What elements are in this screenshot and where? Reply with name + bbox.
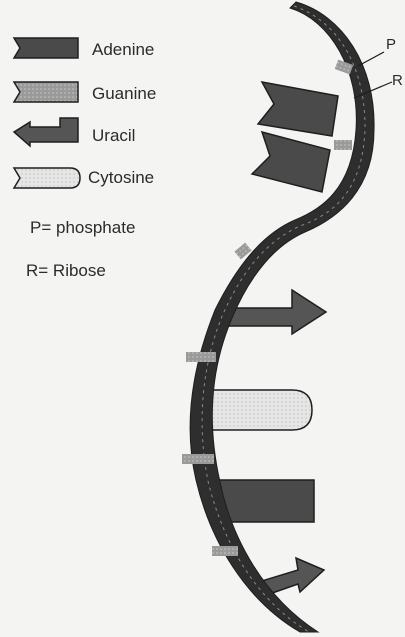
uracil-icon (14, 118, 78, 146)
phosphate-pointer (358, 52, 384, 66)
label-phosphate: P (386, 36, 396, 53)
legend-item-adenine: Adenine (14, 38, 154, 59)
ribose-block (182, 454, 214, 464)
ribose-block (186, 352, 216, 362)
legend-item-uracil: Uracil (14, 118, 135, 146)
base-adenine-1 (258, 82, 338, 136)
guanine-icon (14, 82, 78, 102)
legend-label-guanine: Guanine (92, 84, 156, 103)
note-phosphate: P= phosphate (30, 218, 135, 237)
ribose-block (334, 140, 352, 150)
legend: Adenine Guanine Uracil Cytosine P= phosp… (14, 38, 156, 280)
cytosine-icon (14, 168, 80, 188)
note-ribose: R= Ribose (26, 261, 106, 280)
adenine-icon (14, 38, 78, 58)
base-uracil-1 (228, 290, 326, 334)
legend-item-cytosine: Cytosine (14, 168, 154, 188)
base-cytosine-1 (208, 390, 312, 430)
rna-strand (182, 2, 374, 632)
ribose-block (212, 546, 238, 556)
base-adenine-2 (252, 132, 330, 192)
legend-label-adenine: Adenine (92, 40, 154, 59)
legend-item-guanine: Guanine (14, 82, 156, 103)
legend-label-uracil: Uracil (92, 126, 135, 145)
label-ribose: R (392, 72, 403, 89)
legend-label-cytosine: Cytosine (88, 168, 154, 187)
